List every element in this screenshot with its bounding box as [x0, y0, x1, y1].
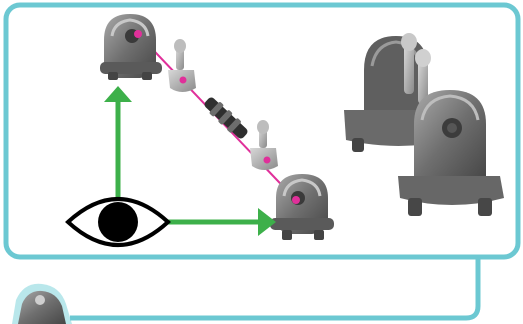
next-step-frame — [70, 255, 478, 318]
next-step-thumbnail — [12, 284, 72, 324]
